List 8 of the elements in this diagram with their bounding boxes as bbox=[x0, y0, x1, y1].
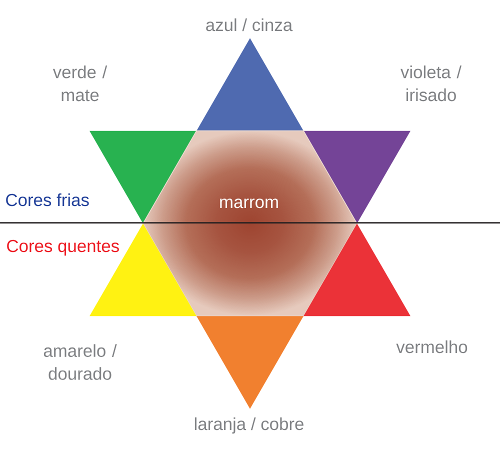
triangle-label: vermelho bbox=[396, 340, 468, 354]
region-label: Cores quentes bbox=[7, 240, 119, 256]
region-label: Cores frias bbox=[6, 193, 89, 206]
triangle-label: violeta / irisado bbox=[400, 65, 462, 102]
triangle-label: amarelo / dourado bbox=[44, 344, 117, 380]
triangle-label: laranja / cobre bbox=[194, 417, 304, 434]
triangle-label: azul / cinza bbox=[206, 18, 293, 32]
triangle-label: verde / mate bbox=[52, 65, 108, 102]
